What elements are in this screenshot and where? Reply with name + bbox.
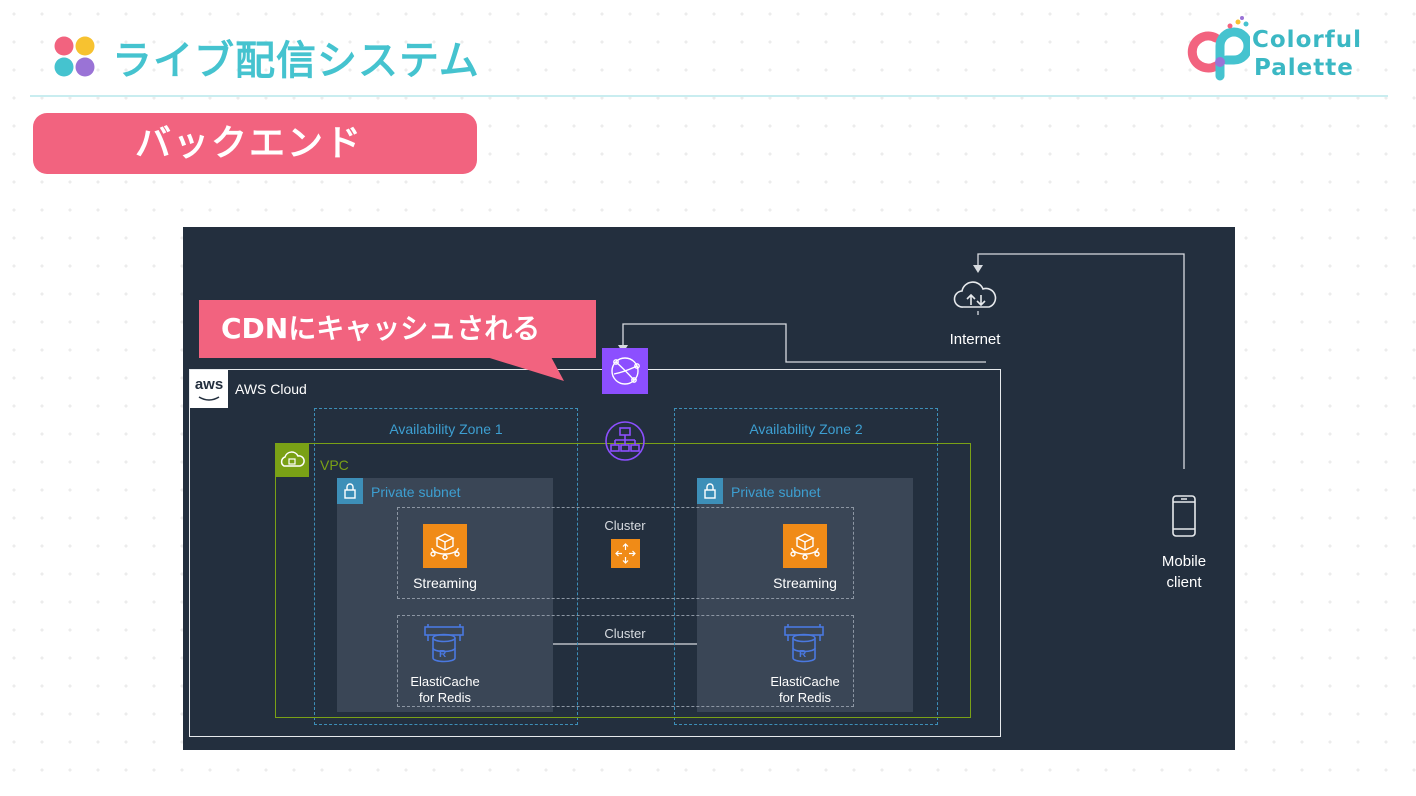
cdn-callout: CDNにキャッシュされる bbox=[199, 300, 596, 358]
private-subnet-2-label: Private subnet bbox=[731, 484, 821, 500]
mobile-phone-icon bbox=[1172, 495, 1196, 537]
internet-label: Internet bbox=[949, 331, 1001, 348]
streaming-2-label: Streaming bbox=[773, 575, 837, 591]
vpc-boundary bbox=[275, 443, 971, 718]
mobile-client-label: Mobile client bbox=[1161, 553, 1207, 591]
svg-text:R: R bbox=[799, 649, 807, 660]
vpc-label: VPC bbox=[320, 457, 349, 473]
load-balancer-icon bbox=[605, 421, 645, 461]
availability-zone-2: Availability Zone 2 bbox=[674, 408, 938, 725]
availability-zone-1: Availability Zone 1 bbox=[314, 408, 578, 725]
streaming-cluster-label: Cluster bbox=[604, 518, 646, 533]
brand-name: Colorful Palette bbox=[1252, 27, 1362, 81]
cloudfront-icon bbox=[602, 348, 648, 394]
streaming-1-label: Streaming bbox=[413, 575, 477, 591]
elasticache-1-label: ElastiCache for Redis bbox=[410, 674, 480, 705]
elasticache-redis-icon: R bbox=[784, 624, 824, 663]
callout-pointer bbox=[480, 355, 564, 381]
architecture-diagram: aws AWS Cloud Availability Zone 1 Availa… bbox=[183, 227, 1235, 750]
cluster-icon bbox=[611, 539, 640, 568]
svg-text:R: R bbox=[439, 649, 447, 660]
vpc-cloud-icon bbox=[275, 443, 309, 477]
brand-logo: Colorful Palette bbox=[1186, 16, 1376, 86]
private-subnet-1-label: Private subnet bbox=[371, 484, 461, 500]
aws-cloud-label: AWS Cloud bbox=[235, 381, 307, 397]
header-divider bbox=[30, 95, 1388, 97]
page-header: ライブ配信システム bbox=[54, 28, 480, 86]
elasticache-2-label: ElastiCache for Redis bbox=[770, 674, 840, 705]
private-subnet-1: Private subnet bbox=[337, 478, 553, 712]
arrow-head-internet bbox=[973, 265, 983, 273]
private-subnet-2: Private subnet bbox=[697, 478, 913, 712]
cdn-line bbox=[622, 323, 986, 363]
cache-cluster bbox=[397, 615, 854, 707]
page-title: ライブ配信システム bbox=[112, 38, 480, 84]
streaming-cluster bbox=[397, 507, 854, 599]
internet-to-mobile-line bbox=[977, 253, 1185, 469]
colorful-palette-logo-icon bbox=[1187, 16, 1250, 81]
lock-icon bbox=[337, 478, 363, 504]
aws-logo-icon: aws bbox=[190, 370, 228, 408]
section-tab: バックエンド bbox=[33, 113, 477, 174]
availability-zone-1-label: Availability Zone 1 bbox=[389, 421, 503, 437]
cloud-internet-icon bbox=[953, 281, 997, 308]
aws-cloud-boundary bbox=[189, 369, 1001, 737]
elasticache-redis-icon: R bbox=[424, 624, 464, 663]
availability-zone-2-label: Availability Zone 2 bbox=[749, 421, 863, 437]
streaming-service-icon bbox=[783, 524, 827, 568]
lock-icon bbox=[697, 478, 723, 504]
four-dots-logo-icon bbox=[54, 36, 95, 77]
streaming-service-icon bbox=[423, 524, 467, 568]
cache-cluster-label: Cluster bbox=[604, 626, 646, 641]
